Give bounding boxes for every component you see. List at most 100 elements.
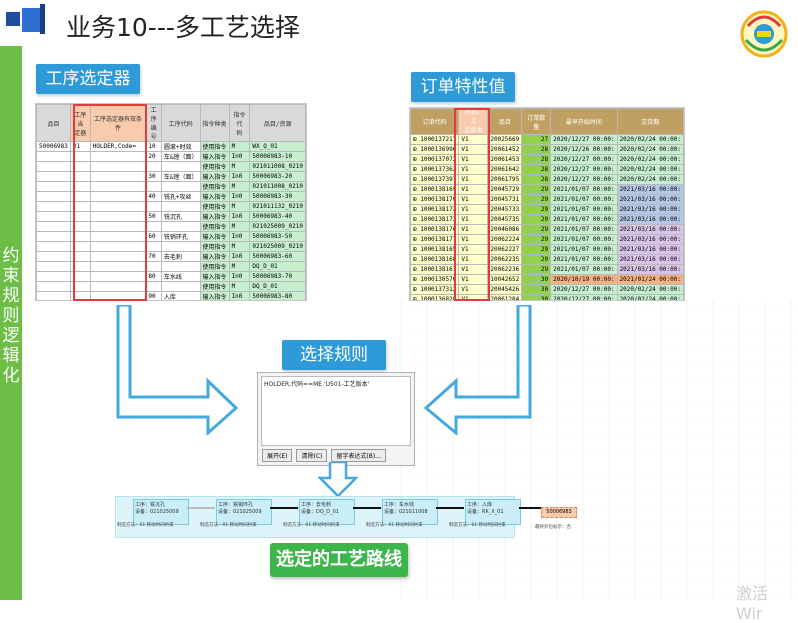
order-cell: 2020/12/27 00:00:: [550, 284, 618, 295]
order-cell: 2021/01/07 00:00:: [550, 184, 618, 195]
op-cell: [36, 171, 71, 182]
op-cell: M: [228, 141, 251, 152]
route-node[interactable]: 工序：车水线设备：021011008: [382, 499, 438, 525]
route-node-equipment: 设备：RK_X_01: [467, 509, 504, 515]
order-cell: 2021/01/07 00:00:: [550, 254, 618, 265]
op-cell: 50006983-60: [249, 251, 306, 262]
clear-button[interactable]: 清除(C): [296, 449, 328, 462]
order-cell: 2020/02/24 00:00:: [616, 144, 684, 155]
expand-button[interactable]: 展开(E): [262, 449, 293, 462]
op-cell: [145, 241, 162, 252]
order-cell: 2020/02/24 00:00:: [616, 294, 684, 300]
rule-expression-field[interactable]: HOLDER,代码==ME.'U501-工艺版本': [261, 376, 411, 446]
rule-label: 选择规则: [282, 340, 386, 370]
route-end-node[interactable]: 50006983: [541, 507, 577, 518]
op-cell: 铣孔+攻丝: [160, 191, 201, 202]
route-side-text: 制造方法：01 移动时间约束: [200, 523, 257, 528]
order-cell: 20045426: [487, 284, 523, 295]
order-cell: 2020/02/24 00:00:: [616, 284, 684, 295]
route-node[interactable]: 工序：去毛刺设备：DQ_D_01: [299, 499, 355, 525]
op-cell: 50006983-40: [249, 211, 306, 222]
edit-expression-button[interactable]: 留字表达式(B)...: [331, 449, 386, 462]
op-cell: [145, 201, 162, 212]
op-cell: 70: [145, 251, 162, 262]
op-cell: 50006983-80: [249, 291, 306, 300]
op-cell: 使用指令: [199, 261, 230, 272]
order-cell: 2020/02/24 00:00:: [616, 164, 684, 175]
op-cell: 铣沉孔: [160, 211, 201, 222]
route-node-title: 工序：去毛刺: [301, 502, 332, 508]
order-header-cell: 最早开始时间: [550, 108, 618, 135]
order-cell: 20061795: [487, 174, 523, 185]
op-header-cell: 指令代 码: [228, 104, 251, 142]
op-cell: 40: [145, 191, 162, 202]
order-cell: 20025669: [487, 134, 523, 145]
order-cell: ⊞ 1000138170: [410, 194, 460, 205]
op-cell: 输入指令: [199, 291, 230, 300]
route-node-title: 工序：车水线: [384, 502, 415, 508]
order-cell: ⊞ 1000136996: [410, 144, 460, 155]
op-cell: M: [228, 161, 251, 172]
op-cell: 车&镗（面）: [160, 171, 201, 182]
route-node-equipment: 设备：021011008: [384, 509, 428, 515]
op-cell: M: [228, 201, 251, 212]
op-cell: [160, 181, 201, 192]
op-header-cell: 工序 编号: [145, 104, 162, 142]
route-node[interactable]: 工序：铣沉孔设备：021025009: [133, 499, 189, 525]
op-cell: 输入指令: [199, 231, 230, 242]
op-cell: 输入指令: [199, 191, 230, 202]
op-cell: 圆滚+时效: [160, 141, 201, 152]
route-node[interactable]: 工序：入库设备：RK_X_01: [465, 499, 521, 525]
order-cell: 29: [521, 254, 552, 265]
order-cell: ⊞ 1000136828: [410, 294, 460, 300]
op-cell: In0: [228, 171, 251, 182]
order-cell: 2021/03/16 00:00:: [616, 194, 684, 205]
order-cell: 30: [521, 284, 552, 295]
route-node[interactable]: 工序：铣销环孔设备：021025009: [216, 499, 272, 525]
order-cell: 2021/01/07 00:00:: [550, 214, 618, 225]
op-cell: In0: [228, 191, 251, 202]
route-label: 选定的工艺路线: [270, 543, 408, 577]
op-cell: [36, 261, 71, 272]
sidebar-vertical-text: 约束规则逻辑化: [2, 246, 20, 386]
op-cell: 使用指令: [199, 141, 230, 152]
op-cell: [145, 261, 162, 272]
order-header-cell: 订单数量: [521, 108, 552, 135]
op-cell: [36, 211, 71, 222]
op-cell: 90: [145, 291, 162, 300]
order-cell: 29: [521, 264, 552, 275]
op-cell: 021025009_0210: [249, 241, 306, 252]
order-cell: 20045735: [487, 214, 523, 225]
op-selector-label: 工序选定器: [36, 64, 140, 94]
route-node-equipment: 设备：021025009: [135, 509, 179, 515]
op-cell: [145, 281, 162, 292]
order-cell: 2021/01/07 00:00:: [550, 244, 618, 255]
order-cell: 2021/03/16 00:00:: [616, 204, 684, 215]
op-cell: 输入指令: [199, 251, 230, 262]
order-cell: 20062227: [487, 244, 523, 255]
